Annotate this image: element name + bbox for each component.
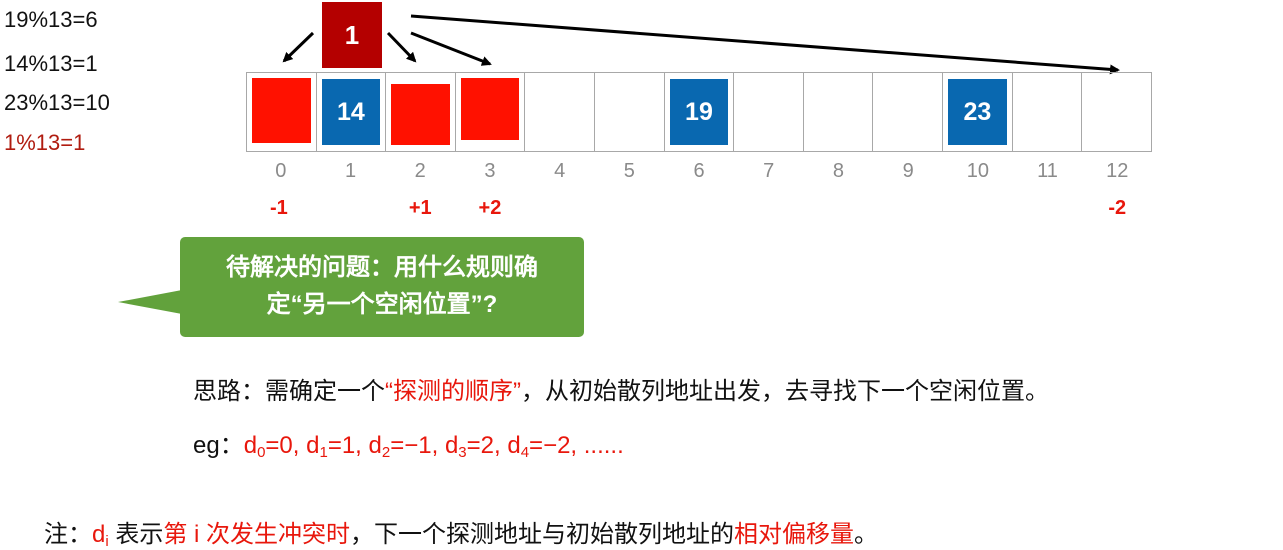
index-label: 3	[484, 160, 496, 182]
index-label: 4	[554, 160, 566, 182]
callout-bubble: 待解决的问题：用什么规则确 定“另一个空闲位置”?	[180, 237, 584, 337]
calc-1: 1%13=1	[4, 130, 86, 155]
note-highlight-2: 相对偏移量	[734, 521, 855, 548]
arrow-to-2-icon	[386, 31, 417, 63]
index-label: 1	[344, 160, 357, 182]
occupied-slot: 19	[669, 79, 729, 145]
note-prefix: 注：	[44, 521, 92, 548]
table-cell-0	[247, 73, 317, 151]
table-cell-10: 23	[943, 73, 1013, 151]
example-prefix: eg：	[193, 432, 244, 459]
probe-marker	[252, 78, 311, 143]
callout-line-2: 定“另一个空闲位置”?	[266, 291, 498, 318]
idea-prefix: 思路：需确定一个	[193, 378, 385, 405]
table-cell-7	[734, 73, 804, 151]
index-label: 7	[763, 160, 775, 182]
table-cell-3	[456, 73, 526, 151]
new-key-value: 1	[344, 19, 360, 50]
table-cell-9	[873, 73, 944, 151]
index-label: 11	[1037, 160, 1058, 182]
idea-text: 思路：需确定一个“探测的顺序”，从初始散列地址出发，去寻找下一个空闲位置。	[193, 371, 1049, 406]
index-label: 8	[832, 160, 844, 182]
table-cell-12	[1082, 73, 1151, 151]
table-cell-1: 14	[317, 73, 387, 151]
note-text: 注：di 表示第 i 次发生冲突时，下一个探测地址与初始散列地址的相对偏移量。	[44, 521, 879, 550]
arrow-to-3-icon	[410, 31, 492, 66]
index-label: 12	[1106, 160, 1129, 182]
hash-table: 14 19 23	[246, 72, 1152, 152]
offset-label: -2	[1108, 197, 1127, 219]
index-label: 5	[623, 160, 635, 182]
table-cell-4	[525, 73, 596, 151]
arrow-to-12-icon	[410, 14, 1120, 75]
occupied-slot: 23	[948, 79, 1007, 145]
callout-line-1: 待解决的问题：用什么规则确	[226, 254, 538, 281]
example-text: eg：d0=0, d1=1, d2=−1, d3=2, d4=−2, .....…	[193, 425, 624, 461]
index-label: 9	[902, 160, 914, 182]
calc-19: 19%13=6	[4, 7, 98, 32]
probe-marker	[391, 84, 450, 145]
calc-14: 14%13=1	[4, 51, 98, 76]
arrow-to-0-icon	[282, 31, 315, 63]
table-cell-2	[386, 73, 456, 151]
idea-suffix: ，从初始散列地址出发，去寻找下一个空闲位置。	[520, 378, 1049, 405]
offset-label: +1	[408, 197, 432, 219]
offset-label: -1	[269, 197, 288, 219]
table-cell-8	[804, 73, 874, 151]
callout-tail	[118, 290, 182, 314]
index-label: 10	[966, 160, 989, 182]
note-variable: di	[92, 521, 109, 550]
occupied-slot: 14	[321, 79, 381, 145]
offset-label: +2	[478, 197, 502, 219]
probe-marker	[460, 78, 520, 140]
index-label: 2	[414, 160, 426, 182]
table-cell-5	[595, 73, 665, 151]
table-cell-6: 19	[665, 73, 735, 151]
index-label: 6	[693, 160, 705, 182]
note-highlight-1: 第 i 次发生冲突时	[163, 521, 351, 548]
table-cell-11	[1013, 73, 1083, 151]
new-key-box: 1	[322, 2, 382, 68]
calc-23: 23%13=10	[4, 90, 110, 115]
idea-highlight: “探测的顺序”	[385, 378, 521, 405]
index-label: 0	[275, 160, 287, 182]
example-sequence: d0=0, d1=1, d2=−1, d3=2, d4=−2, ......	[243, 432, 624, 461]
